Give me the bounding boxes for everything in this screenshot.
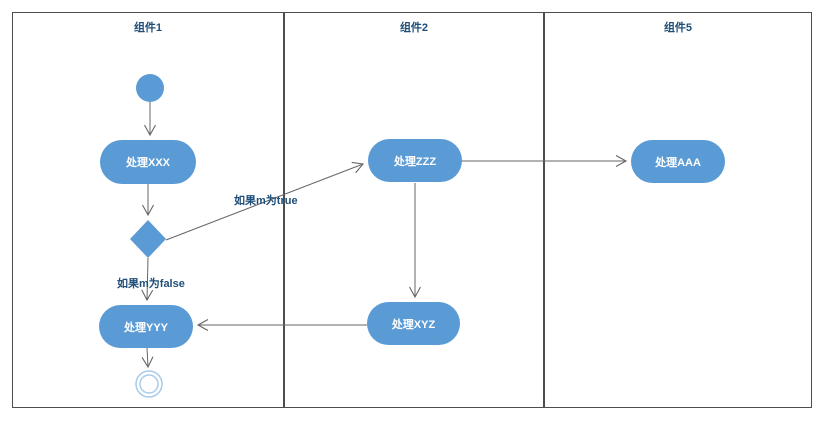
lane-component-5: 组件5 [545, 13, 811, 407]
activity-label: 处理YYY [123, 321, 168, 334]
edge-label-false-branch: 如果m为false [117, 278, 185, 290]
lane-title: 组件1 [133, 22, 163, 34]
activity-label: 处理XXX [125, 157, 170, 169]
activity-node-xyz: 处理XYZ [367, 302, 460, 345]
activity-node-yyy: 处理YYY [99, 305, 193, 348]
edge-label-true-branch: 如果m为true [234, 195, 298, 207]
swimlane-container: 组件1 组件2 组件5 [12, 12, 812, 408]
activity-node-aaa: 处理AAA [631, 140, 725, 183]
lane-title: 组件5 [663, 22, 693, 34]
activity-label: 处理AAA [655, 156, 701, 169]
lane-component-2: 组件2 [283, 13, 545, 407]
lane-title: 组件2 [399, 22, 429, 34]
activity-label: 处理XYZ [391, 318, 436, 331]
lane-component-1: 组件1 [13, 13, 283, 407]
activity-node-xxx: 处理XXX [100, 140, 196, 184]
activity-node-zzz: 处理ZZZ [368, 139, 462, 182]
activity-label: 处理ZZZ [393, 155, 437, 168]
